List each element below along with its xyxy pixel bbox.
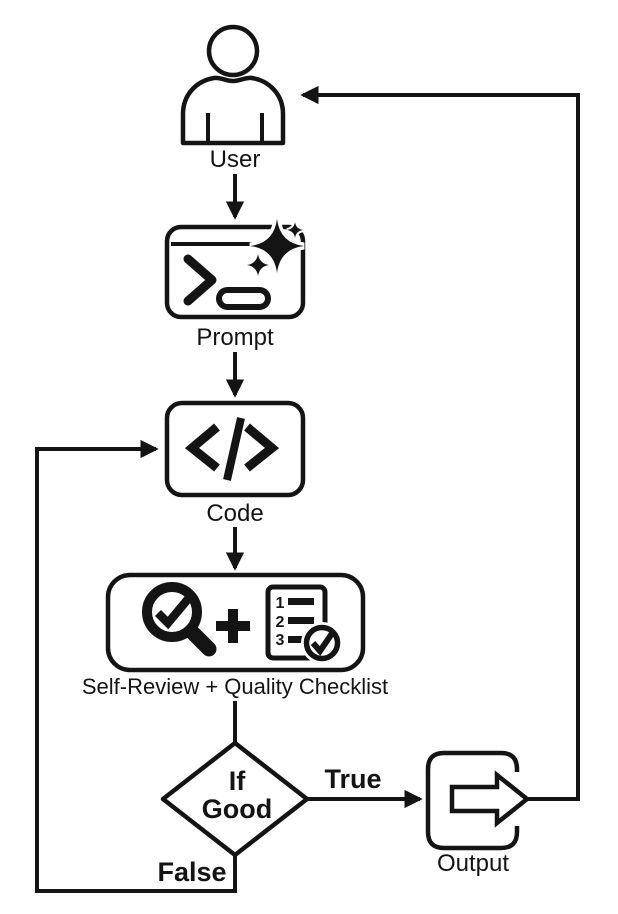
code-right-bracket (244, 423, 280, 472)
user-label: User (210, 146, 261, 173)
output-node: Output (425, 750, 531, 877)
sparkle-large-icon (249, 218, 305, 274)
checklist-bar-2 (288, 617, 314, 624)
prompt-node: Prompt (164, 218, 306, 351)
output-label: Output (437, 850, 509, 877)
magnifier-handle (185, 625, 217, 657)
checklist-number-1: 1 (276, 595, 285, 612)
magnifier-check-icon (142, 582, 217, 657)
user-node: User (180, 24, 286, 173)
prompt-label: Prompt (196, 324, 274, 351)
decision-label-line2: Good (202, 794, 272, 824)
checklist-number-3: 3 (276, 632, 285, 649)
code-node: Code (164, 400, 306, 527)
code-slash (223, 417, 245, 481)
checklist-bar-3 (288, 636, 305, 643)
person-icon (206, 24, 260, 78)
plus-icon (216, 609, 250, 643)
terminal-underscore-icon (216, 287, 271, 310)
false-label: False (157, 857, 226, 887)
export-arrow-icon (449, 770, 531, 828)
review-node: 1 2 3 Self-Review + Quality Checklist (82, 572, 388, 699)
numbered-checklist-icon: 1 2 3 (265, 584, 343, 664)
sparkle-small-bottom-icon (246, 253, 270, 277)
code-label: Code (206, 500, 263, 527)
feedback-line-output-to-user (300, 85, 580, 801)
terminal-chevron-icon (183, 254, 217, 306)
decision-label-line1: If (229, 766, 247, 796)
review-label: Self-Review + Quality Checklist (82, 674, 388, 699)
person-icon-body (180, 75, 286, 146)
checklist-bar-1 (288, 598, 314, 605)
magnifier-checkmark (154, 596, 192, 630)
decision-node: If Good (160, 740, 310, 858)
sparkle-small-top-icon (286, 221, 304, 239)
code-left-bracket (184, 423, 220, 472)
code-brackets-icon (184, 417, 280, 481)
checklist-number-2: 2 (276, 614, 285, 631)
person-icon-arms (206, 113, 264, 142)
true-label: True (324, 764, 381, 794)
false-line-decision-to-code (35, 439, 237, 893)
checklist-checkmark (310, 630, 336, 656)
